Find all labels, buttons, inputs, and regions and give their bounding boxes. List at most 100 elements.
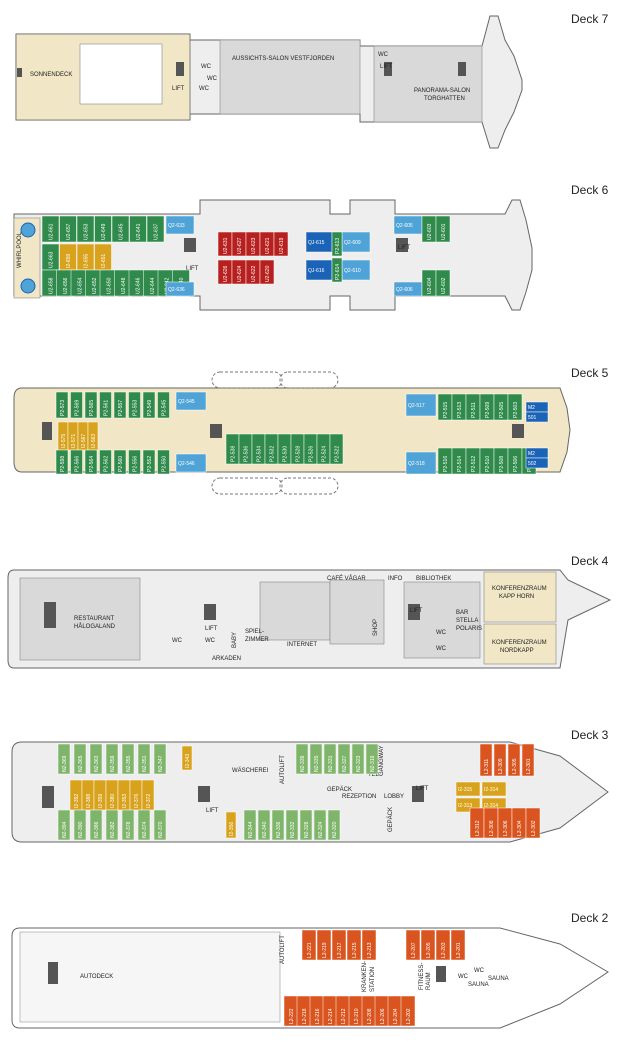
cabin [99,449,112,475]
cabin-label: U2-621 [265,237,271,254]
cabin [94,215,112,243]
cabin-label: P2-514 [457,456,463,472]
cabin-label: U2-650 [107,277,113,294]
stair-block [42,422,52,440]
cabin-label: P2-538 [231,446,237,462]
room-konferenzraum: KONFERENZRAUM [492,586,547,592]
stair-block [48,962,58,984]
cabin [99,391,112,419]
cabin-label: Q2-609 [344,240,361,246]
cabin-label: U2-644 [150,277,156,294]
room-wc: WC [201,64,212,70]
cabin-label: U2-649 [101,223,107,240]
room-panorama-salon: PANORAMA-SALON [414,88,470,94]
cabin-label: Q2-605 [396,223,413,229]
cabin-label: L2-219 [322,942,328,958]
cabin-label: I2-571 [71,434,77,448]
cabin-label: U2-624 [237,265,243,282]
cabin-label: N2-340 [262,821,268,838]
cabin-label: U2-654 [78,277,84,294]
lift-block [412,786,424,802]
sonnendeck-inner [79,43,163,105]
room-sonnendeck: SONNENDECK [30,72,72,78]
cabin-label: Q2-636 [168,287,185,293]
stair-block [436,966,446,982]
cabin [128,391,141,419]
deck-2-label: Deck 2 [571,911,609,925]
deck-2: AUTODECK AUTOLIFT KRANKEN- STATION FITNE… [11,927,609,1029]
cabin-label: N2-394 [62,821,68,838]
room-halogaland: HÅLOGALAND [74,623,116,630]
cabin [57,809,71,841]
cabin-label: L2-306 [503,820,509,836]
room-konferenzraum: KONFERENZRAUM [492,640,547,646]
lifeboat [211,371,283,389]
room-nordkapp: NORDKAPP [500,648,534,654]
cabin-label: M2 [528,451,535,457]
cabin [525,411,549,423]
lifeboat [211,477,283,495]
lift-block [184,238,196,252]
cabin [142,449,156,475]
lifeboat [279,371,339,389]
room-kapp-horn: KAPP HORN [499,594,534,600]
cabin-label: L2-221 [307,942,313,958]
cabin-label: N2-347 [158,755,164,772]
cabin [365,743,379,775]
room-aussichts-salon: AUSSICHTS-SALON VESTFJORDEN [232,56,334,62]
cabin [400,995,416,1027]
room-autolift: AUTOLIFT [280,755,286,784]
lift-block [176,62,184,76]
cabin [128,449,141,475]
cabin [331,929,347,961]
stair-block [44,602,56,628]
room-wc: WC [436,630,447,636]
cabin-label: U2-602 [441,277,447,294]
cabin-label: P2-553 [133,400,139,416]
cabin-label: I2-359 [98,794,104,808]
cabin [105,743,119,775]
cabin [507,743,521,777]
room-whirlpool: WHIRLPOOL [17,231,23,268]
cabin-label: P2-530 [283,446,289,462]
cabin-label: P2-573 [60,400,66,416]
room-gangway: GANGWAY [379,745,385,776]
room-fitnessraum: FITNESS- [419,963,425,990]
cabin [331,231,343,257]
cabin-label: L2-206 [380,1008,386,1024]
cabin-label: U2-626 [223,265,229,282]
cabin-label: L2-204 [393,1008,399,1024]
cabin-label: QJ-615 [308,240,325,246]
cabin [111,215,130,243]
cabin [55,391,69,419]
cabin-label: U2-646 [136,277,142,294]
cabin [59,215,77,243]
cabin-label: N2-355 [126,755,132,772]
cabin-label: U2-627 [237,237,243,254]
cabin-label: P2-564 [89,456,95,472]
cabin-label: I2-313 [458,803,472,809]
cabin-label: P2-565 [89,400,95,416]
cabin [84,449,98,475]
cabin-label: L2-217 [337,942,343,958]
cabin-label: N2-369 [62,755,68,772]
aussichts-salon-area [219,39,361,115]
cabin-label: L2-201 [456,942,462,958]
konferenzraum-nordkapp [483,623,557,665]
cabin-label: U2-603 [427,223,433,240]
cabin-label: L2-311 [484,759,490,774]
whirlpool-circle [20,278,36,294]
cabin [137,743,151,775]
cabin [57,743,71,775]
cabin-label: N2-374 [142,821,148,838]
cabin [316,929,332,961]
cabin [181,745,193,771]
cabin-label: L2-205 [426,942,432,958]
cabin-label: U2-620 [265,265,271,282]
cabin-label: P2-524 [322,446,328,462]
cabin [435,215,451,243]
lift-block [512,424,524,438]
cabin-label: M2 [528,405,535,411]
room-arkaden: ARKADEN [212,656,241,662]
cabin [521,743,535,777]
